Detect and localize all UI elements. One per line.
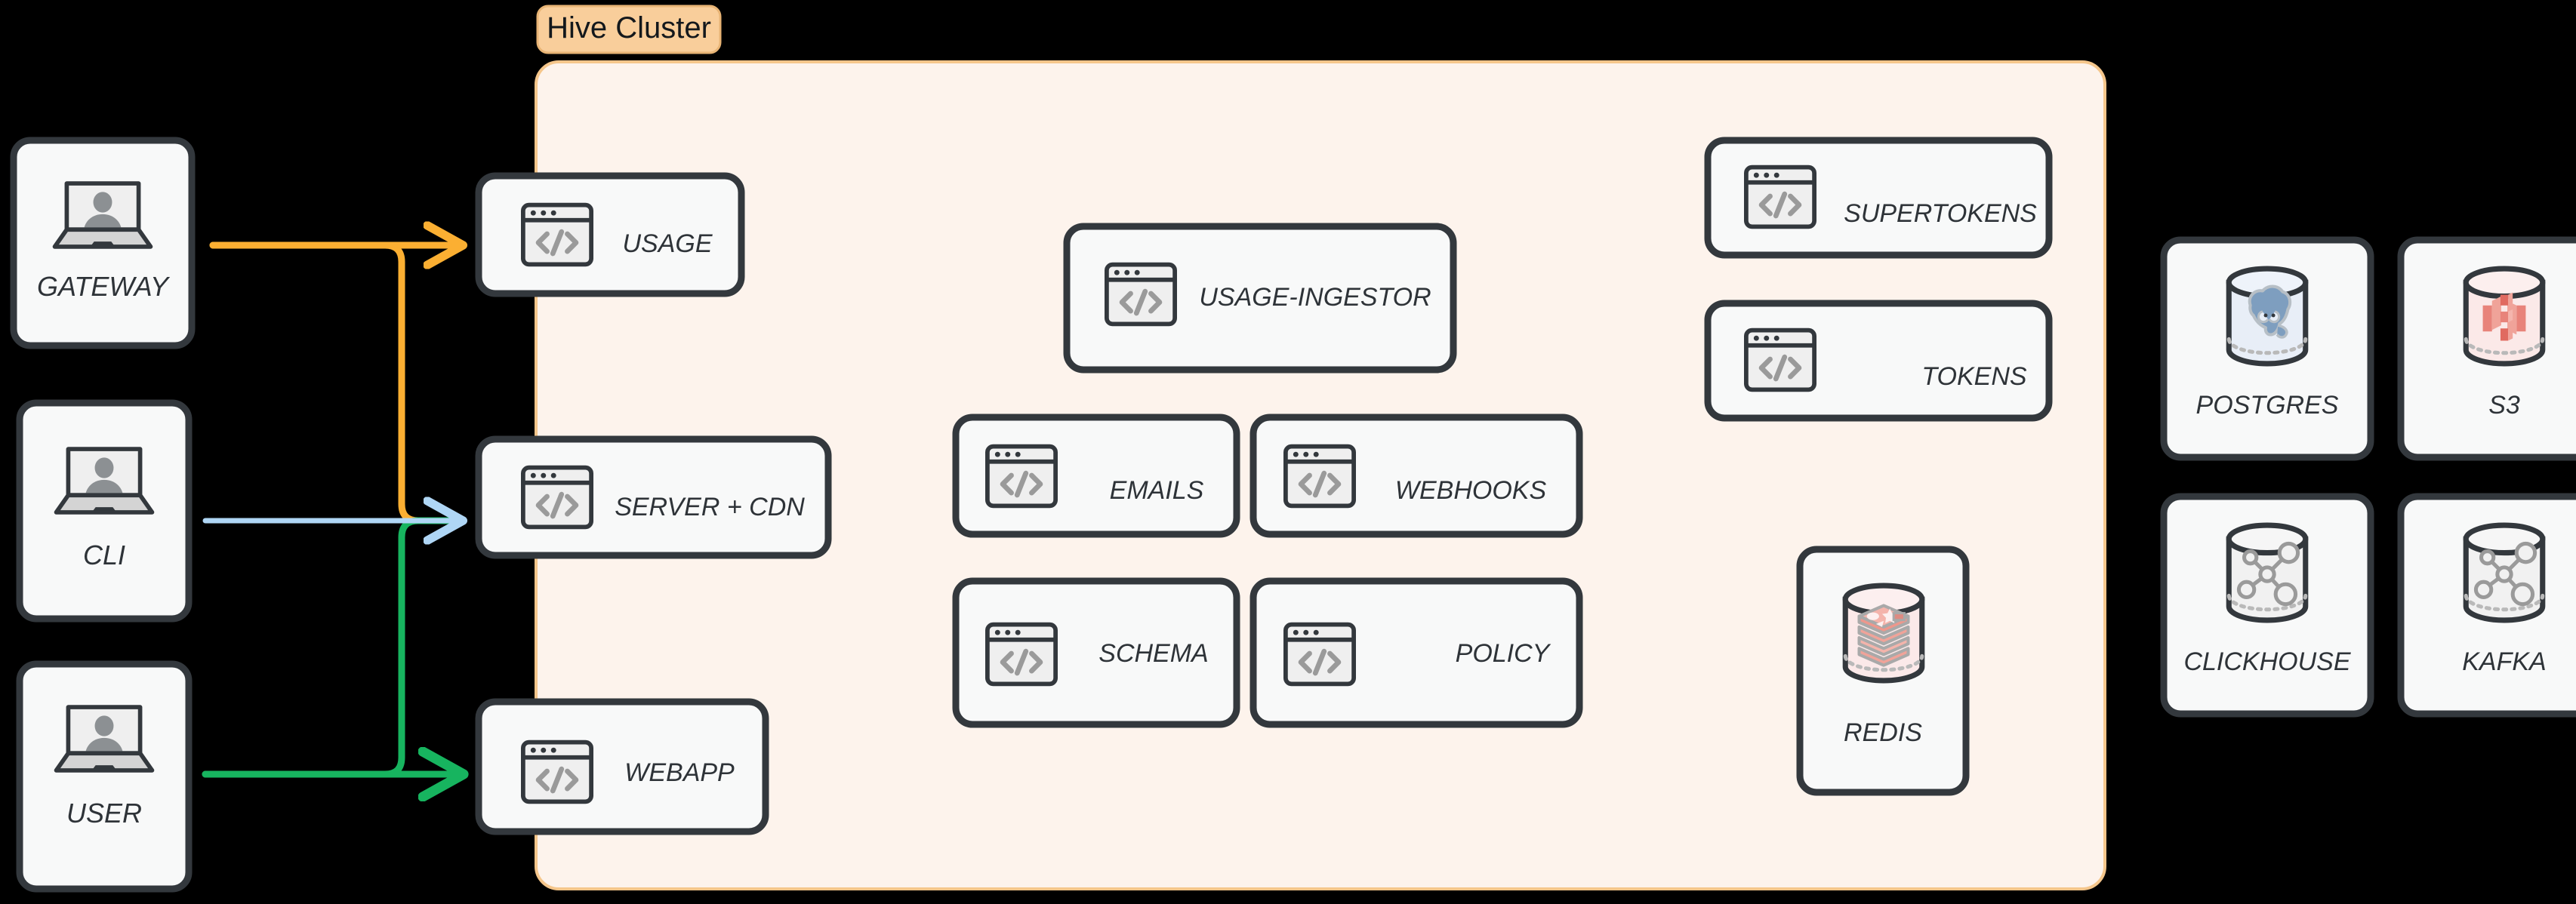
edge-service-nodes: USAGE SERVER + CDN WEBAPP [475,172,832,835]
code-window-icon [988,447,1055,506]
code-window-icon [523,205,591,265]
node-usage[interactable]: USAGE [475,172,745,297]
auth-service-nodes: SUPERTOKENS TOKENS [1704,137,2053,422]
code-window-icon [1746,331,1814,390]
network-cylinder-icon [2466,525,2543,620]
tokens-label: TOKENS [1921,362,2027,391]
code-window-icon [1286,447,1354,506]
edge-user-to-server-cdn [202,517,466,778]
schema-card[interactable] [952,577,1240,728]
node-cli[interactable]: CLI [16,399,193,623]
node-kafka[interactable]: KAFKA [2397,493,2576,718]
node-webhooks[interactable]: WEBHOOKS [1249,414,1583,538]
client-nodes: GATEWAY CLI USER [10,137,196,893]
node-supertokens[interactable]: SUPERTOKENS [1704,137,2053,259]
node-policy[interactable]: POLICY [1249,577,1583,728]
schema-label: SCHEMA [1098,639,1208,668]
postgres-cylinder-icon [2229,269,2306,364]
code-window-icon [1286,625,1354,684]
network-cylinder-icon [2229,525,2306,620]
node-clickhouse[interactable]: CLICKHOUSE [2160,493,2374,718]
core-service-nodes: USAGE-INGESTOR EMAILS WEBHOOKS SCHEMA [952,223,1583,728]
cli-label: CLI [83,540,125,570]
edge-gateway-to-server-cdn [209,241,466,524]
webhooks-label: WEBHOOKS [1395,476,1547,505]
clickhouse-label: CLICKHOUSE [2183,647,2350,676]
cluster-datastore-nodes: REDIS [1796,546,1970,796]
usage-ingestor-label: USAGE-INGESTOR [1199,283,1431,312]
laptop-user-icon [55,183,151,247]
node-user[interactable]: USER [16,660,193,893]
postgres-label: POSTGRES [2196,391,2339,420]
node-webapp[interactable]: WEBAPP [475,698,769,835]
policy-label: POLICY [1456,639,1551,668]
code-window-icon [523,743,591,802]
redis-cylinder-icon [1845,586,1922,681]
cluster-badge-label: Hive Cluster [547,11,711,45]
node-redis[interactable]: REDIS [1796,546,1970,796]
node-usage-ingestor[interactable]: USAGE-INGESTOR [1063,223,1457,374]
node-emails[interactable]: EMAILS [952,414,1240,538]
flow-edges [202,241,466,778]
supertokens-label: SUPERTOKENS [1844,199,2037,228]
kafka-label: KAFKA [2462,647,2546,676]
node-tokens[interactable]: TOKENS [1704,300,2053,422]
code-window-icon [1746,168,1814,227]
node-postgres[interactable]: POSTGRES [2160,236,2374,461]
server-cdn-label: SERVER + CDN [615,493,805,521]
code-window-icon [988,625,1055,684]
user-card[interactable] [16,660,193,893]
node-gateway[interactable]: GATEWAY [10,137,196,349]
laptop-user-icon [57,449,153,512]
code-window-icon [523,468,591,527]
node-server-cdn[interactable]: SERVER + CDN [475,435,832,559]
policy-card[interactable] [1249,577,1583,728]
emails-label: EMAILS [1110,476,1204,505]
laptop-user-icon [57,707,153,770]
user-label: USER [66,798,142,829]
s3-cylinder-icon [2466,269,2543,364]
webapp-label: WEBAPP [624,758,735,787]
usage-label: USAGE [622,229,712,258]
node-s3[interactable]: S3 [2397,236,2576,461]
usage-ingestor-card[interactable] [1063,223,1457,374]
s3-label: S3 [2488,391,2520,420]
cluster-badge-background[interactable] [536,5,722,54]
external-datastore-nodes: POSTGRES S3 CLICKHOUSE KAFKA [2160,236,2576,718]
hive-cluster-badge[interactable]: Hive Cluster [536,5,722,54]
node-schema[interactable]: SCHEMA [952,577,1240,728]
redis-label: REDIS [1844,718,1922,747]
code-window-icon [1107,265,1175,324]
gateway-label: GATEWAY [37,271,171,302]
